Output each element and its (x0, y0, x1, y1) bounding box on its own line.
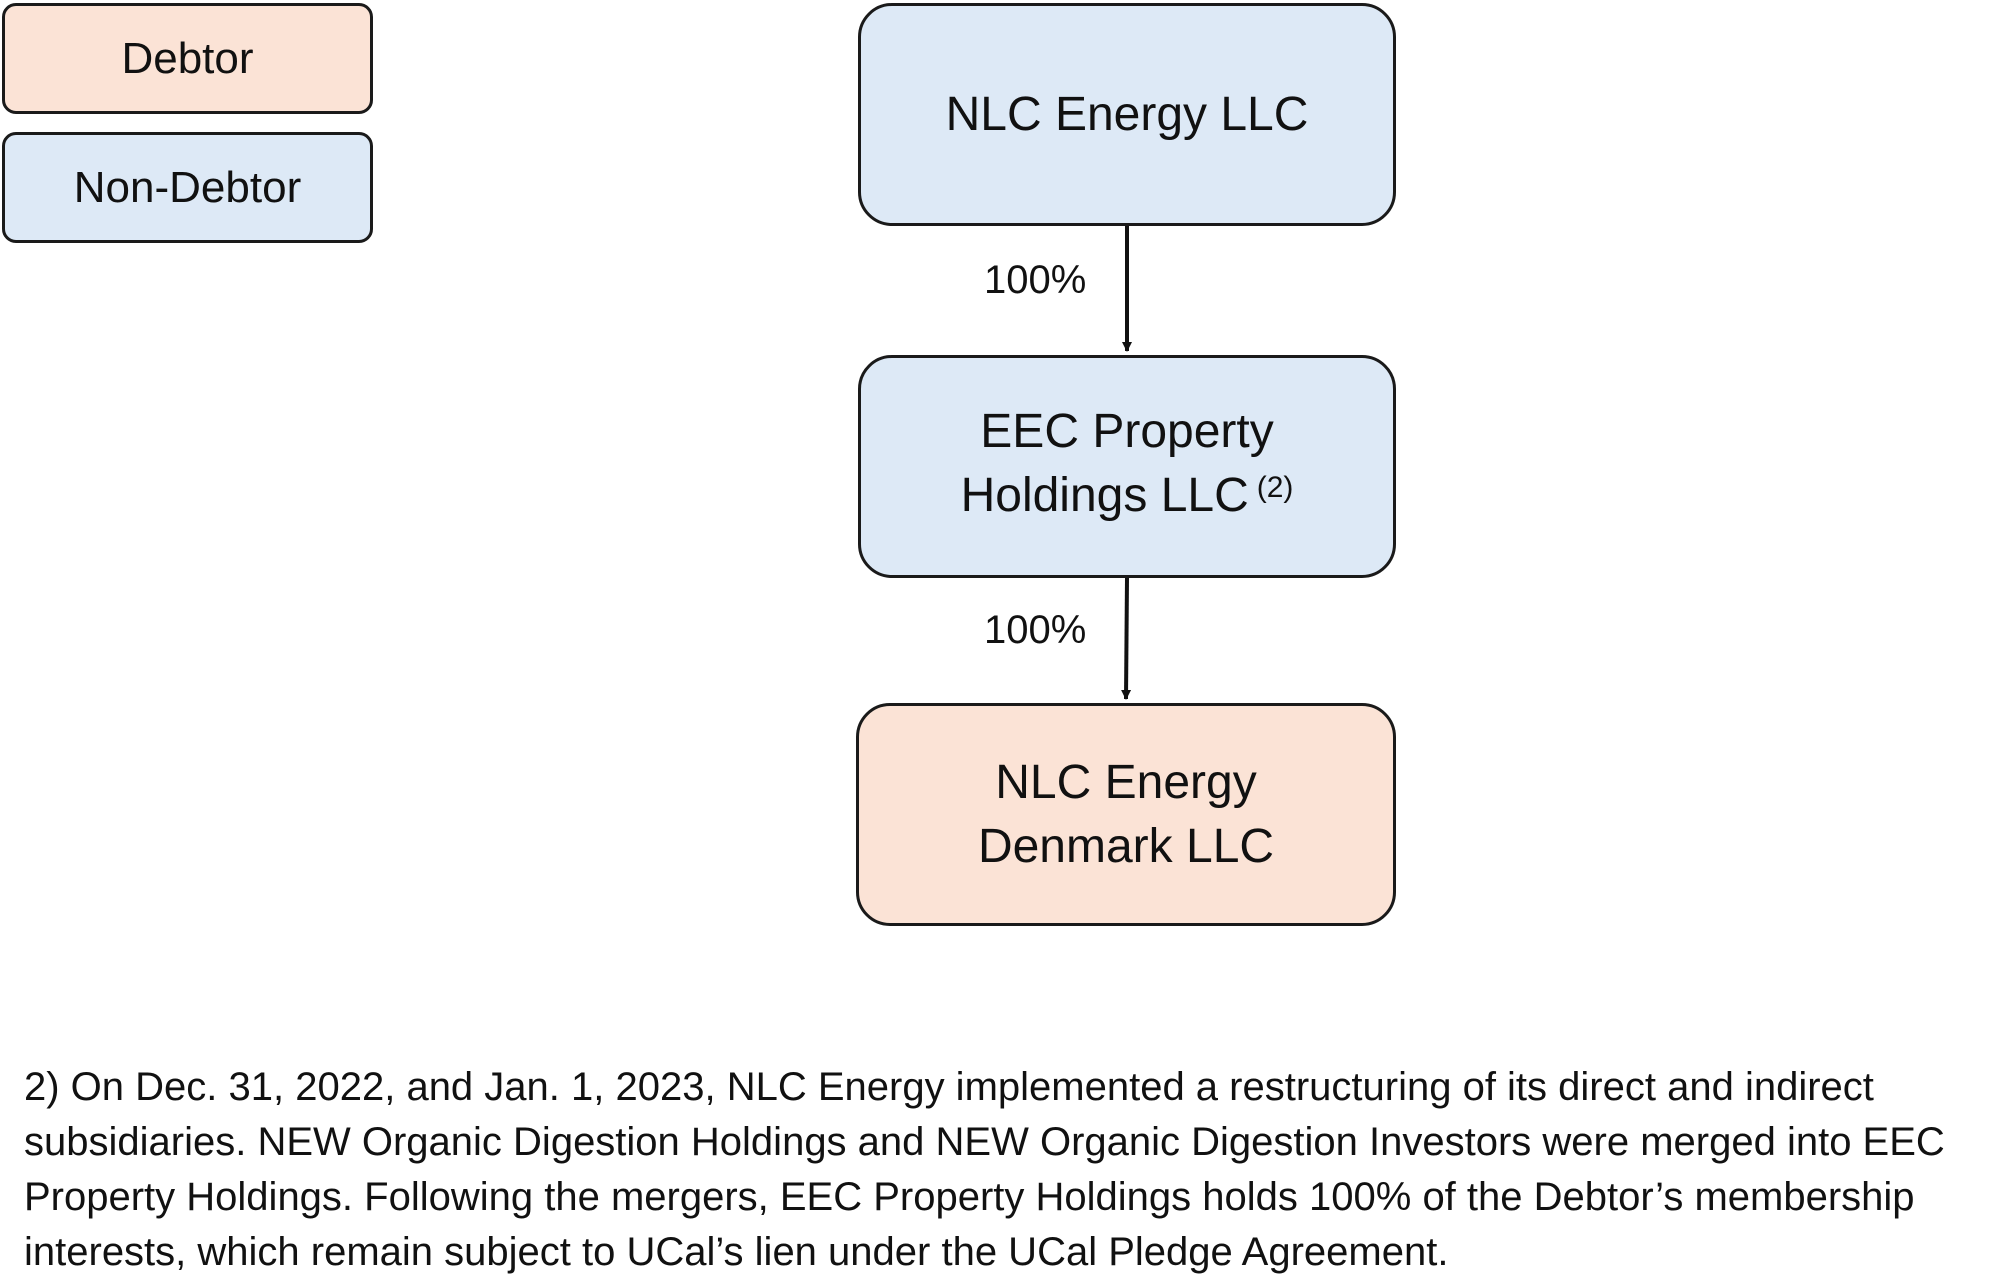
entity-nlc-energy-denmark-llc: NLC Energy Denmark LLC (856, 703, 1396, 926)
entity-name-line: EEC Property (980, 404, 1274, 458)
edge-arrow-2 (1121, 577, 1132, 700)
entity-name-line: Holdings LLC (960, 468, 1249, 522)
entity-eec-property-holdings-llc: EEC Property Holdings LLC(2) (858, 355, 1396, 578)
ownership-percentage-label: 100% (984, 608, 1087, 652)
entity-name-line: Denmark LLC (977, 819, 1275, 873)
ownership-percentage-label: 100% (984, 258, 1087, 302)
entity-name-line: NLC Energy LLC (945, 87, 1309, 141)
legend-debtor-label: Debtor (121, 33, 254, 83)
legend-debtor-swatch: Debtor (2, 3, 373, 114)
footnote-line: subsidiaries. NEW Organic Digestion Hold… (24, 1120, 1945, 1164)
legend-non-debtor-swatch: Non-Debtor (2, 132, 373, 243)
footnote: 2) On Dec. 31, 2022, and Jan. 1, 2023, N… (24, 1060, 1999, 1280)
entity-nlc-energy-llc: NLC Energy LLC (858, 3, 1396, 226)
footnote-line: Property Holdings. Following the mergers… (24, 1175, 1915, 1219)
footnote-line: interests, which remain subject to UCal’… (24, 1230, 1449, 1274)
legend-non-debtor-label: Non-Debtor (73, 162, 302, 212)
footnote-line: 2) On Dec. 31, 2022, and Jan. 1, 2023, N… (24, 1065, 1874, 1109)
footnote-reference: (2) (1256, 470, 1294, 504)
entity-name-line: NLC Energy (995, 755, 1257, 809)
